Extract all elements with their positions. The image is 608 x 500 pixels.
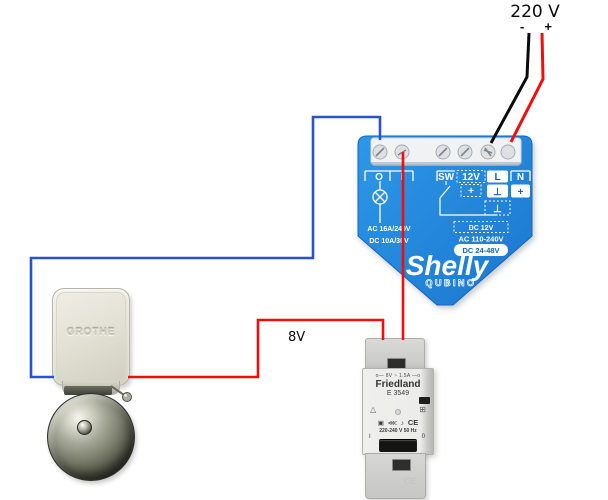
safety-triangle-icon: △ [370, 405, 377, 414]
terminal-strip-shadow [371, 162, 521, 165]
transformer-label-slot [379, 439, 417, 452]
doorbell-brand: GROTHE [66, 327, 116, 338]
terminal-label-o: O [375, 172, 383, 183]
plus-12v-dashed-box [460, 184, 482, 197]
neutral-l-box [487, 184, 508, 198]
bell-hub [77, 420, 92, 435]
bell-clapper-ball [122, 392, 132, 402]
mains-voltage-label: 220 V [510, 2, 560, 22]
approval-icon: ⋘ [387, 420, 398, 427]
vent-icon: ⊞ [419, 405, 426, 414]
terminal-label-n: N [517, 172, 524, 183]
rating-dc-supply: DC 24-48V [462, 246, 499, 255]
rating-dc-relay: DC 10A/30V [369, 238, 409, 245]
mains-black-wire [489, 32, 531, 144]
transformer-body: o— 8V ~ 1.5A —o Friedland E 3549 △ ⊞ ▣ ⋘… [362, 368, 434, 455]
doorbell-bracket [64, 386, 112, 395]
terminal-label-l: L [494, 172, 500, 183]
transformer-mains-rating: 220-240 V 50 Hz [379, 428, 417, 434]
l-box [487, 170, 508, 183]
shelly-logo: Shelly [406, 250, 490, 281]
bell-clapper-ball-highlight [124, 394, 127, 397]
certification-icons: ▣ ⋘ ♪ CE [363, 418, 433, 427]
dc12v-dashed-box [453, 221, 509, 233]
transformer-bottom-slot [392, 459, 411, 471]
bell-icon: ♪ [400, 420, 406, 427]
embossed-ce-mark: CE [404, 476, 417, 486]
mains-red-wire [509, 32, 545, 143]
terminal-label-12v: 12V [462, 172, 480, 183]
12v-dashed-box [456, 170, 486, 183]
neutral-l2-mark: ⊥ [493, 204, 502, 215]
terminal-label-sw: SW [438, 172, 455, 183]
mains-polarity-labels: - + [520, 19, 552, 34]
neutral-l-mark: ⊥ [493, 187, 502, 198]
transformer-rating: o— 8V ~ 1.5A —o [375, 373, 421, 379]
doorbell-housing: GROTHE [52, 288, 130, 386]
secondary-voltage-label: 8V [288, 330, 306, 345]
dc24-48-box [454, 244, 508, 256]
red-secondary-wire [128, 318, 385, 379]
plus-n-box [511, 184, 530, 198]
polarity-plus: + [544, 19, 552, 34]
switch-icon [439, 181, 498, 216]
on-mark: I [369, 434, 371, 440]
sw-bracket [436, 170, 455, 181]
plus-12v-mark: + [468, 186, 474, 197]
rating-dc12v: DC 12V [469, 225, 494, 232]
shelly-relay-device: O I SW 12V L N + ⊥ + ⊥ AC 16A/240V DC 10… [357, 135, 533, 306]
rating-ac-relay: AC 16A/240V [367, 226, 411, 233]
ce-mark: CE [407, 418, 419, 427]
class-ii-icon: ▣ [377, 420, 385, 427]
neutral-l2-dashed-box [484, 200, 511, 216]
bell-dome [47, 393, 135, 481]
transformer-model: E 3549 [386, 390, 410, 397]
polarity-minus: - [520, 19, 525, 34]
n-bracket [510, 170, 531, 181]
rating-ac-supply: AC 110-240V [458, 235, 503, 244]
transformer-bottom-clamp: CE [365, 453, 426, 499]
transformer-badge [419, 397, 430, 404]
off-mark: 0 [421, 434, 425, 440]
qubino-logo: QUBINO [426, 278, 477, 288]
adjuster-dot [395, 409, 401, 415]
transformer-brand: Friedland [375, 379, 421, 390]
terminal-label-i: I [401, 172, 404, 183]
plus-n-mark: + [518, 187, 524, 198]
